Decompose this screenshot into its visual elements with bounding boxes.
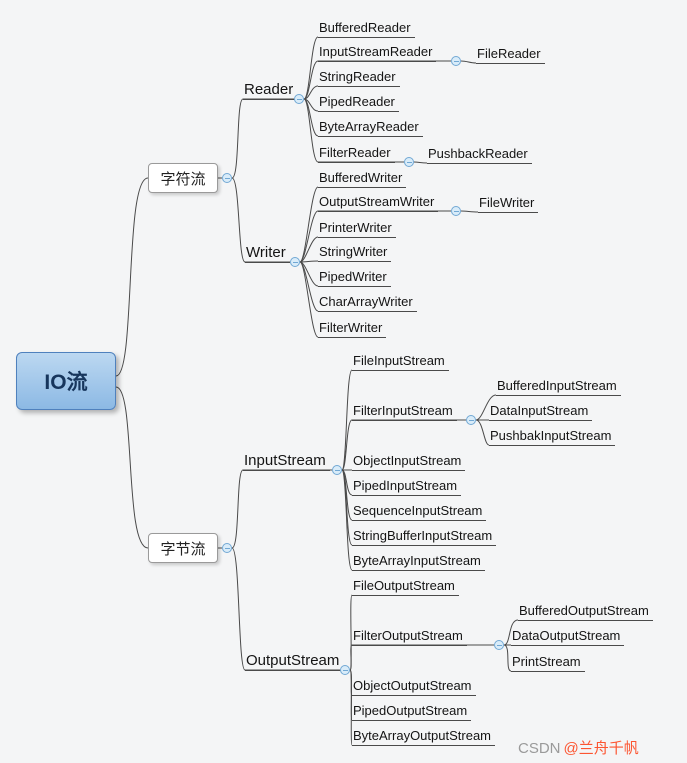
node-pushbak-input-stream[interactable]: PushbakInputStream	[489, 428, 616, 446]
node-piped-input-stream[interactable]: PipedInputStream	[352, 478, 462, 496]
node-byte-array-input-stream[interactable]: ByteArrayInputStream	[352, 553, 485, 571]
node-buffered-input-stream[interactable]: BufferedInputStream	[496, 378, 621, 396]
input-stream-reader-collapse-icon[interactable]	[451, 56, 461, 66]
node-piped-writer[interactable]: PipedWriter	[318, 269, 391, 287]
node-object-output-stream[interactable]: ObjectOutputStream	[352, 678, 476, 696]
node-piped-output-stream[interactable]: PipedOutputStream	[352, 703, 472, 721]
node-char-stream[interactable]: 字符流	[148, 163, 218, 193]
node-filter-output-stream[interactable]: FilterOutputStream	[352, 628, 467, 646]
output-stream-writer-collapse-icon[interactable]	[451, 206, 461, 216]
node-filter-writer[interactable]: FilterWriter	[318, 320, 387, 338]
node-piped-reader[interactable]: PipedReader	[318, 94, 399, 112]
node-print-stream[interactable]: PrintStream	[511, 654, 585, 672]
node-output-stream-writer[interactable]: OutputStreamWriter	[318, 194, 439, 212]
watermark-brand: CSDN	[518, 740, 561, 757]
node-string-writer[interactable]: StringWriter	[318, 244, 392, 262]
node-input-stream-reader[interactable]: InputStreamReader	[318, 44, 437, 62]
node-data-input-stream[interactable]: DataInputStream	[489, 403, 593, 421]
node-reader[interactable]: Reader	[243, 82, 298, 100]
output-stream-collapse-icon[interactable]	[340, 665, 350, 675]
node-file-writer[interactable]: FileWriter	[478, 195, 539, 213]
node-file-reader[interactable]: FileReader	[476, 46, 545, 64]
node-object-input-stream[interactable]: ObjectInputStream	[352, 453, 466, 471]
node-file-output-stream[interactable]: FileOutputStream	[352, 578, 459, 596]
watermark: CSDN@兰舟千帆	[518, 737, 639, 758]
node-output-stream[interactable]: OutputStream	[245, 653, 344, 671]
node-data-output-stream[interactable]: DataOutputStream	[511, 628, 625, 646]
char-branch-collapse-icon[interactable]	[222, 173, 232, 183]
node-buffered-reader[interactable]: BufferedReader	[318, 20, 415, 38]
node-pushback-reader[interactable]: PushbackReader	[427, 146, 532, 164]
node-filter-input-stream[interactable]: FilterInputStream	[352, 403, 457, 421]
reader-collapse-icon[interactable]	[294, 94, 304, 104]
node-byte-stream[interactable]: 字节流	[148, 533, 218, 563]
node-file-input-stream[interactable]: FileInputStream	[352, 353, 449, 371]
watermark-user: @兰舟千帆	[563, 740, 639, 757]
node-string-reader[interactable]: StringReader	[318, 69, 400, 87]
node-root-io[interactable]: IO流	[16, 352, 116, 410]
node-input-stream[interactable]: InputStream	[243, 453, 330, 471]
node-writer[interactable]: Writer	[245, 245, 290, 263]
node-sequence-input-stream[interactable]: SequenceInputStream	[352, 503, 487, 521]
node-string-buffer-input-stream[interactable]: StringBufferInputStream	[352, 528, 497, 546]
node-char-array-writer[interactable]: CharArrayWriter	[318, 294, 417, 312]
writer-collapse-icon[interactable]	[290, 257, 300, 267]
input-stream-collapse-icon[interactable]	[332, 465, 342, 475]
node-buffered-output-stream[interactable]: BufferedOutputStream	[518, 603, 653, 621]
filter-input-stream-collapse-icon[interactable]	[466, 415, 476, 425]
node-filter-reader[interactable]: FilterReader	[318, 145, 395, 163]
byte-branch-collapse-icon[interactable]	[222, 543, 232, 553]
node-printer-writer[interactable]: PrinterWriter	[318, 220, 396, 238]
filter-output-stream-collapse-icon[interactable]	[494, 640, 504, 650]
node-buffered-writer[interactable]: BufferedWriter	[318, 170, 407, 188]
node-byte-array-output-stream[interactable]: ByteArrayOutputStream	[352, 728, 495, 746]
filter-reader-collapse-icon[interactable]	[404, 157, 414, 167]
node-byte-array-reader[interactable]: ByteArrayReader	[318, 119, 423, 137]
